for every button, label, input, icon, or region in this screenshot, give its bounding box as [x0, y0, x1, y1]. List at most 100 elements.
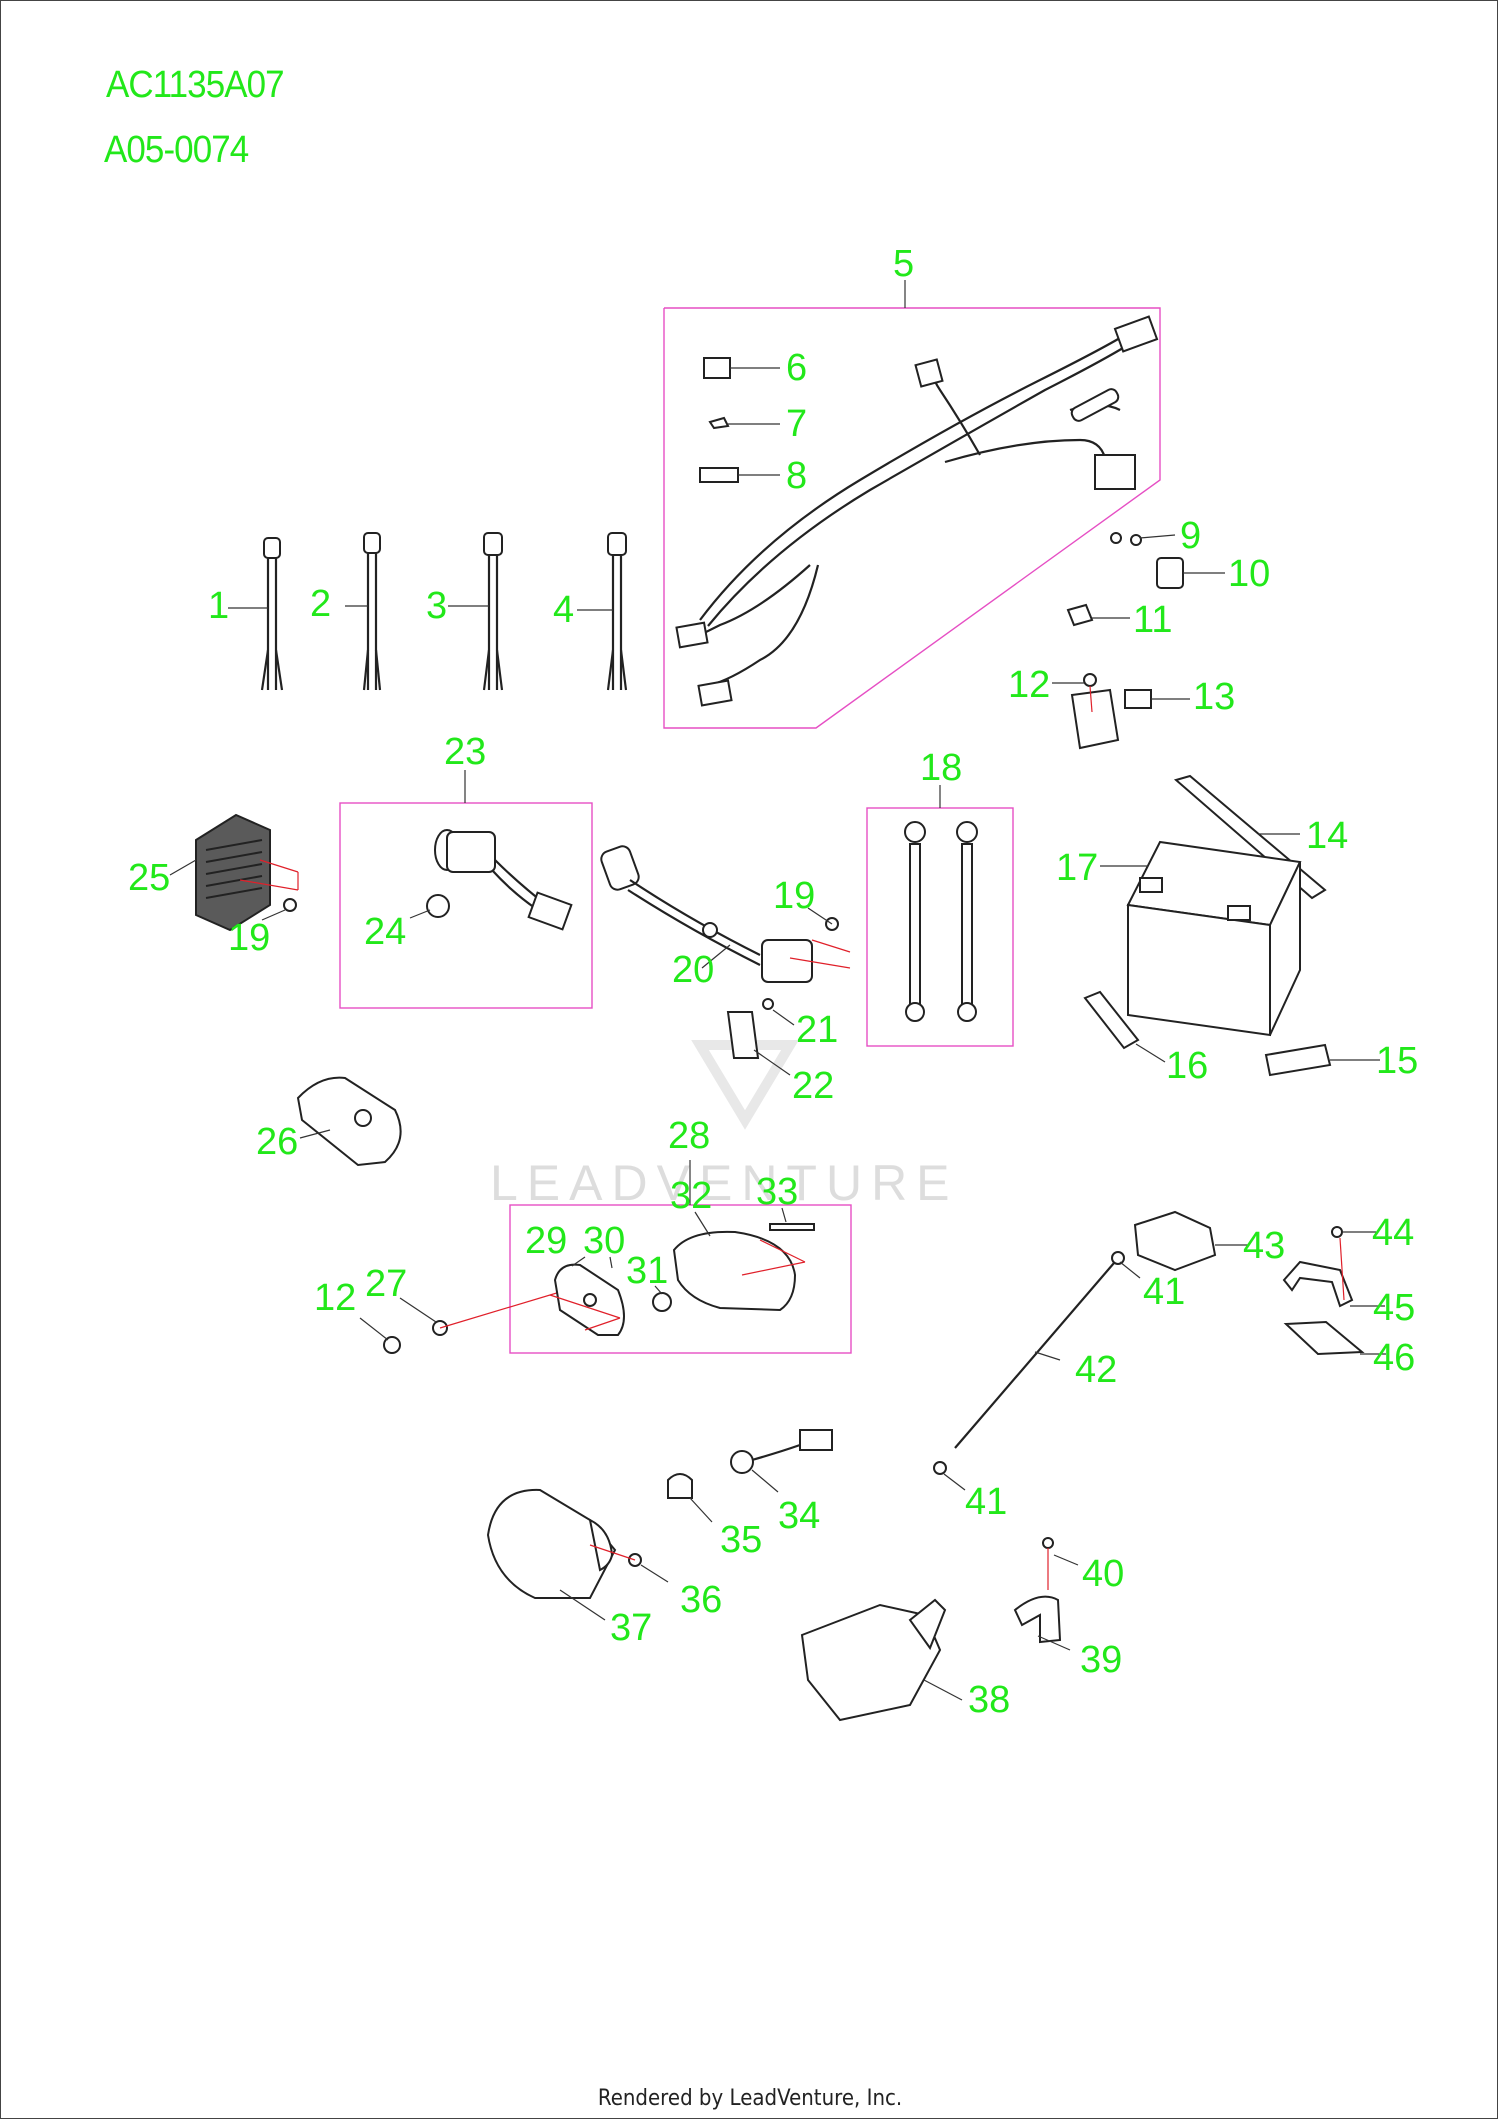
callout-12a: 12: [1008, 664, 1050, 706]
callout-30: 30: [583, 1220, 625, 1262]
callout-7: 7: [786, 403, 807, 445]
callout-2: 2: [310, 583, 331, 625]
watermark-text: LEADVENTURE: [490, 1155, 959, 1211]
callout-29: 29: [525, 1220, 567, 1262]
socket-34: [730, 1450, 754, 1474]
pad-16: [1083, 990, 1140, 1050]
callout-46: 46: [1373, 1337, 1415, 1379]
callout-8: 8: [786, 455, 807, 497]
holder-10: [1156, 557, 1184, 589]
group-box-taillight: [509, 1204, 852, 1354]
callout-42: 42: [1075, 1349, 1117, 1391]
callout-32: 32: [670, 1175, 712, 1217]
group-box-ignition: [339, 802, 593, 1009]
callout-19b: 19: [773, 875, 815, 917]
ring-24: [426, 894, 450, 918]
cover-26: [296, 1076, 402, 1167]
switch-3: [482, 532, 504, 691]
bolt-21: [762, 998, 774, 1010]
callout-28: 28: [668, 1115, 710, 1157]
callout-3: 3: [426, 585, 447, 627]
tail-light-lens-32: [672, 1230, 797, 1312]
callout-36: 36: [680, 1579, 722, 1621]
nut-12b: [383, 1336, 401, 1354]
terminal-7: [708, 416, 730, 430]
relay-43: [1133, 1210, 1217, 1272]
callout-15: 15: [1376, 1040, 1418, 1082]
callout-21: 21: [796, 1009, 838, 1051]
bulb-35: [667, 1473, 693, 1499]
callout-24: 24: [364, 911, 406, 953]
callout-6: 6: [786, 347, 807, 389]
callout-19a: 19: [228, 917, 270, 959]
callout-9: 9: [1180, 515, 1201, 557]
callout-41b: 41: [965, 1481, 1007, 1523]
callout-5: 5: [893, 243, 914, 285]
starter-relay-13: [1070, 688, 1120, 750]
diagram-code: AC1135A07: [106, 64, 285, 106]
pad-46: [1283, 1320, 1365, 1356]
callout-43: 43: [1243, 1225, 1285, 1267]
callout-40: 40: [1082, 1553, 1124, 1595]
headlight-38: [800, 1598, 947, 1722]
callout-27: 27: [365, 1263, 407, 1305]
callout-18: 18: [920, 747, 962, 789]
callout-37: 37: [610, 1607, 652, 1649]
wiring-harness: [675, 315, 1159, 707]
regulator-25: [195, 813, 271, 932]
callout-12b: 12: [314, 1277, 356, 1319]
sub-code: A05-0074: [104, 129, 249, 171]
callout-20: 20: [672, 949, 714, 991]
watermark: LEADVENTURE: [490, 1040, 959, 1211]
callout-13: 13: [1193, 676, 1235, 718]
callout-10: 10: [1228, 553, 1270, 595]
bracket-45: [1282, 1260, 1354, 1308]
socket-connector: [799, 1429, 833, 1451]
pad-15: [1264, 1043, 1332, 1077]
clip-41b: [933, 1461, 947, 1475]
switch-1: [260, 537, 284, 691]
callout-45: 45: [1373, 1287, 1415, 1329]
callout-25: 25: [128, 857, 170, 899]
battery-17: [1126, 840, 1302, 1037]
callout-14: 14: [1306, 815, 1348, 857]
screw-33: [769, 1223, 815, 1231]
nut-12: [1083, 673, 1097, 687]
bulb-31: [652, 1292, 672, 1312]
battery-cables-18: [904, 821, 978, 1022]
group-box-cables: [866, 807, 1014, 1047]
callout-41a: 41: [1143, 1271, 1185, 1313]
bolt-40: [1042, 1537, 1054, 1549]
group-box-harness: [663, 307, 1161, 729]
callout-39: 39: [1080, 1639, 1122, 1681]
callout-17: 17: [1056, 847, 1098, 889]
callout-23: 23: [444, 731, 486, 773]
bolt-44: [1331, 1226, 1343, 1238]
callout-38: 38: [968, 1679, 1010, 1721]
callout-35: 35: [720, 1519, 762, 1561]
headlight-37: [486, 1488, 617, 1599]
callout-16: 16: [1166, 1045, 1208, 1087]
clip-11: [1066, 603, 1094, 627]
ignition-coil-20: [600, 845, 813, 983]
callout-34: 34: [778, 1495, 820, 1537]
relay-connector: [1124, 689, 1152, 709]
cdi-unit-22: [726, 1011, 760, 1059]
callout-11: 11: [1133, 599, 1172, 641]
footer-credit: Rendered by LeadVenture, Inc.: [597, 2086, 903, 2111]
callout-31: 31: [626, 1250, 668, 1292]
callout-4: 4: [553, 589, 574, 631]
callout-1: 1: [208, 585, 229, 627]
switch-4: [606, 532, 628, 691]
clip-41a: [1111, 1251, 1125, 1265]
callout-33: 33: [756, 1171, 798, 1213]
switch-2: [362, 532, 382, 691]
connector-6: [703, 357, 731, 379]
screw-9b: [1130, 534, 1142, 546]
callout-26: 26: [256, 1121, 298, 1163]
callout-22: 22: [792, 1065, 834, 1107]
screw-9a: [1110, 532, 1122, 544]
bracket-39: [1013, 1595, 1062, 1644]
